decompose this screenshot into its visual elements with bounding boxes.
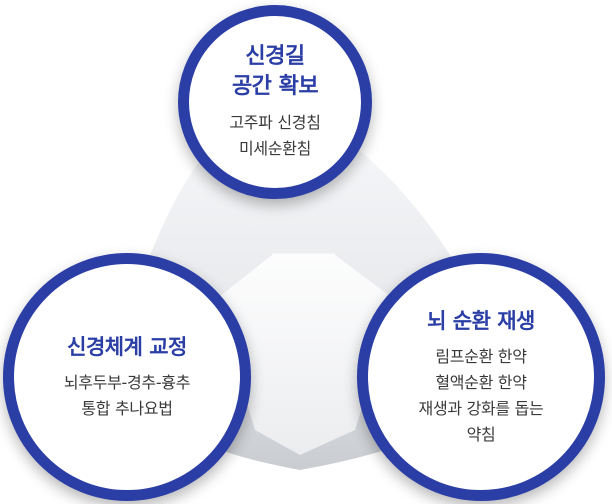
node-title-line: 공간 확보: [231, 74, 319, 99]
node-desc-line: 혈액순환 한약: [435, 373, 527, 392]
triangle-inner-face: [215, 255, 395, 455]
node-title: 뇌 순환 재생: [427, 306, 535, 336]
node-nerve-path-space: 신경길 공간 확보 고주파 신경침 미세순환침: [178, 5, 372, 199]
node-nervous-system-correction: 신경체계 교정 뇌후두부-경추-흉추 통합 추나요법: [3, 253, 251, 501]
node-brain-circulation-regeneration: 뇌 순환 재생 림프순환 한약 혈액순환 한약 재생과 강화를 돕는 약침: [357, 253, 605, 501]
node-title-line: 신경길: [245, 44, 305, 69]
node-title-line: 뇌 순환 재생: [427, 309, 535, 333]
node-desc-line: 재생과 강화를 돕는: [418, 399, 544, 418]
node-title: 신경체계 교정: [67, 332, 187, 362]
node-desc-line: 림프순환 한약: [435, 347, 527, 366]
node-desc-line: 약침: [466, 425, 496, 444]
node-title: 신경길 공간 확보: [231, 42, 319, 102]
node-title-line: 신경체계 교정: [67, 335, 187, 359]
node-description: 림프순환 한약 혈액순환 한약 재생과 강화를 돕는 약침: [419, 344, 544, 448]
node-description: 뇌후두부-경추-흉추 통합 추나요법: [63, 370, 191, 422]
node-desc-line: 미세순환침: [238, 139, 312, 158]
node-desc-line: 뇌후두부-경추-흉추: [63, 373, 191, 392]
node-description: 고주파 신경침 미세순환침: [229, 110, 321, 162]
node-desc-line: 고주파 신경침: [229, 113, 321, 132]
node-desc-line: 통합 추나요법: [81, 399, 173, 418]
